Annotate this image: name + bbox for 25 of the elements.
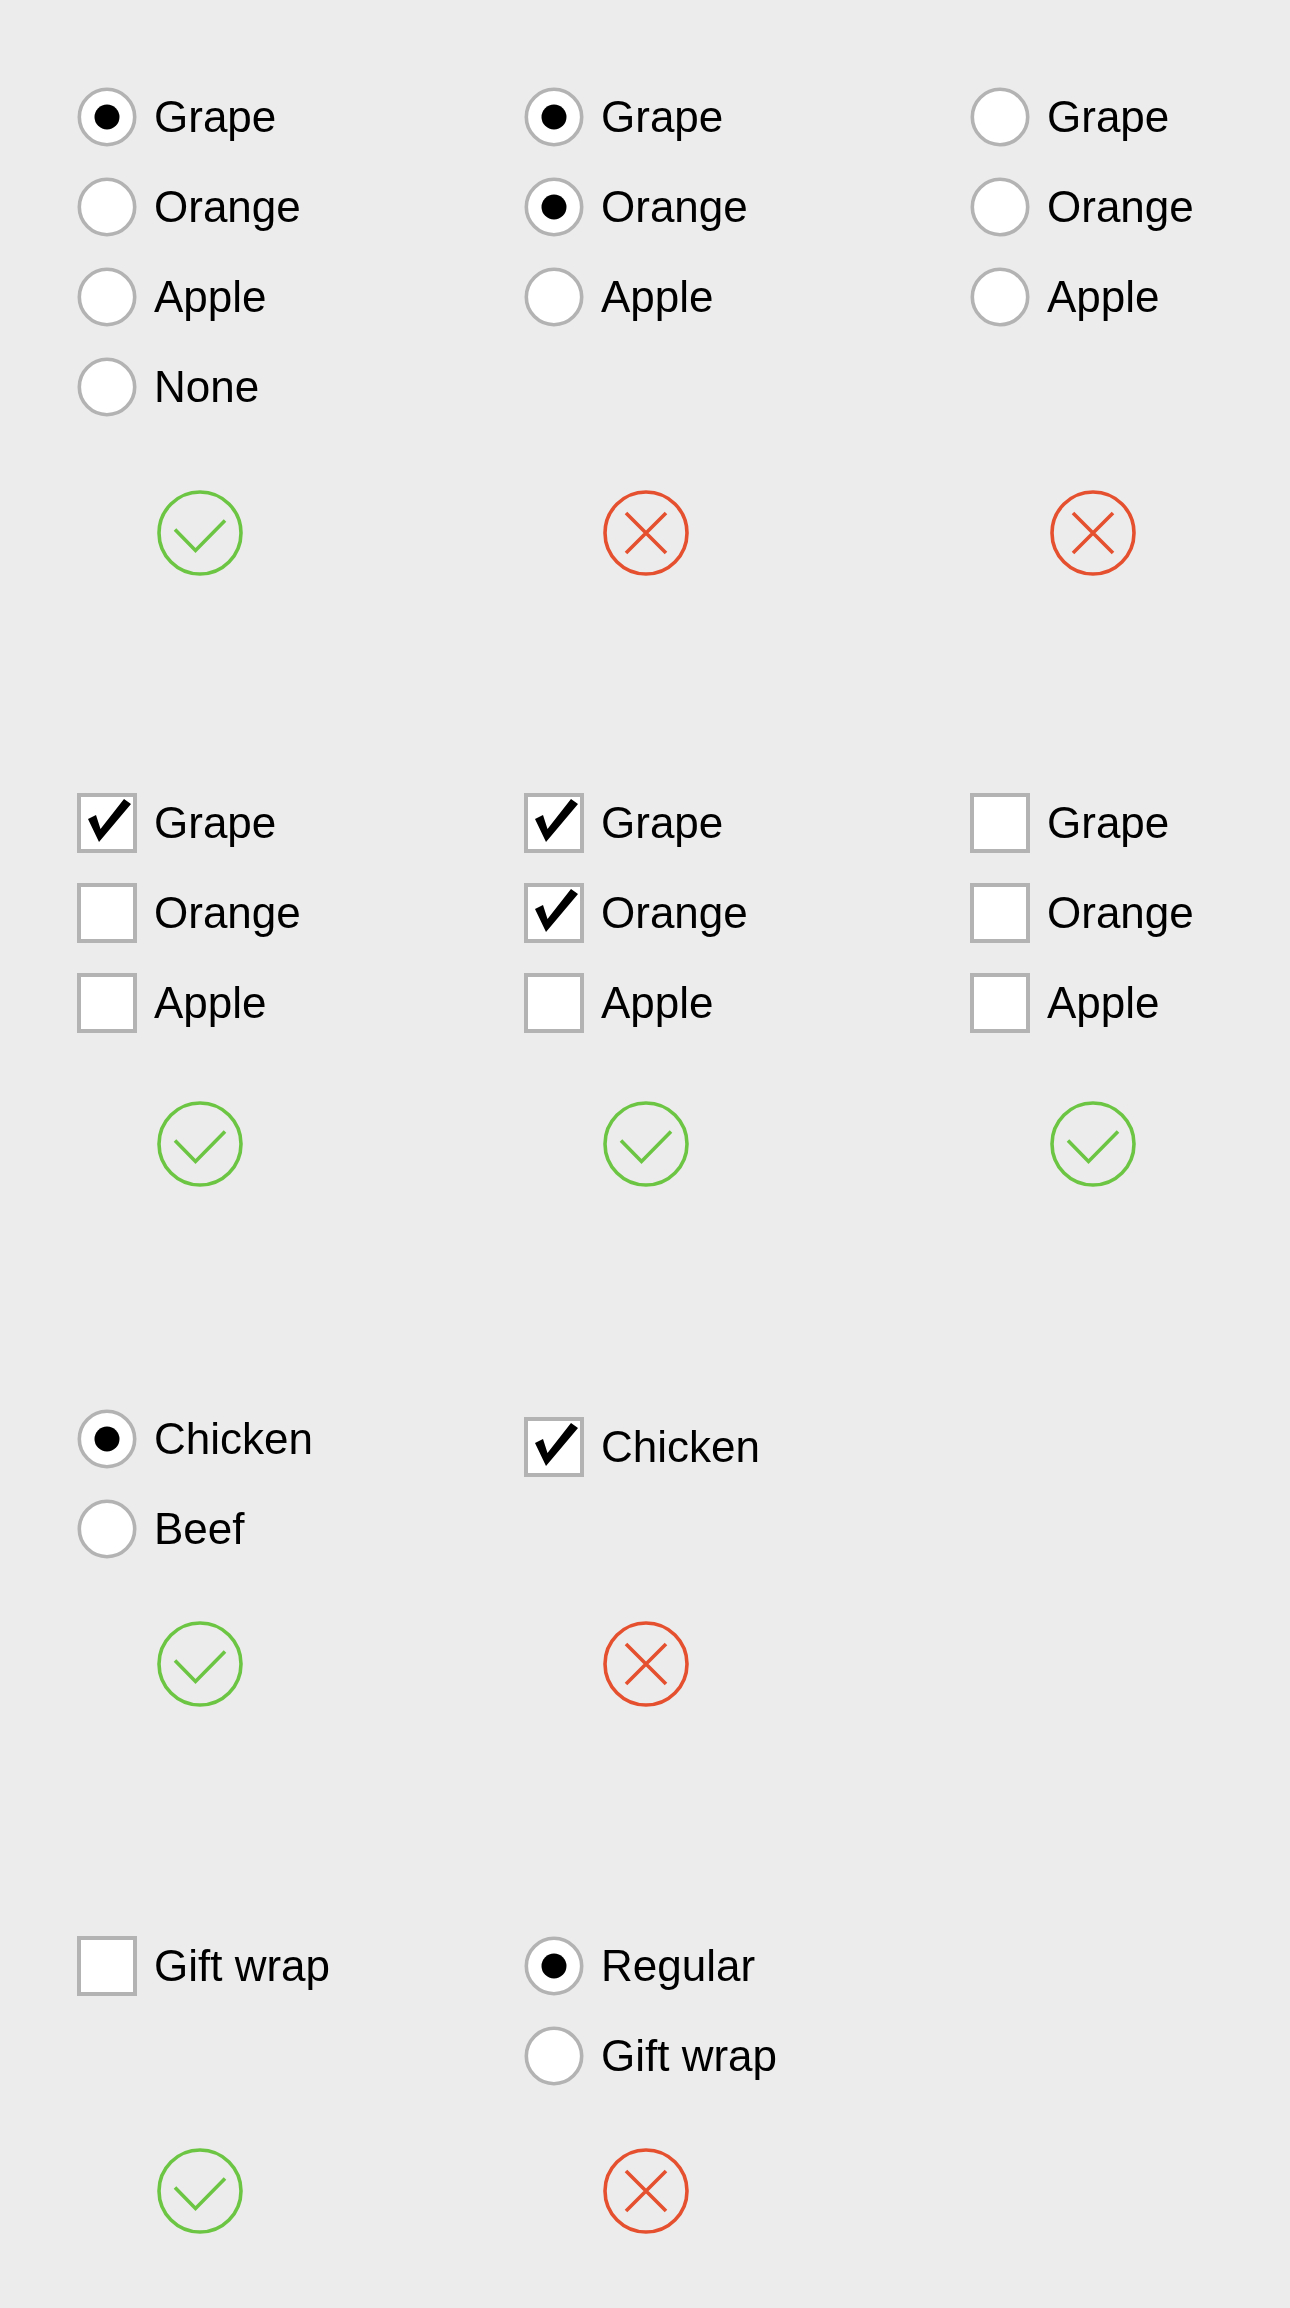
option-label: Regular [601, 1940, 756, 1992]
option-label: Beef [154, 1503, 245, 1555]
option-label: Apple [1047, 271, 1160, 323]
option-label: Orange [601, 887, 748, 939]
option-label: Apple [601, 977, 714, 1029]
option-label: Grape [601, 797, 724, 849]
option-label: Grape [154, 91, 277, 143]
option-label: Grape [154, 797, 277, 849]
option-label: Orange [1047, 887, 1194, 939]
option-label: Apple [601, 271, 714, 323]
option-label: None [154, 361, 260, 413]
option-label: Grape [1047, 797, 1170, 849]
option-label: Apple [154, 977, 267, 1029]
option-label: Orange [601, 181, 748, 233]
option-label: Orange [154, 887, 301, 939]
option-label: Apple [1047, 977, 1160, 1029]
option-label: Orange [1047, 181, 1194, 233]
option-label: Apple [154, 271, 267, 323]
option-label: Grape [1047, 91, 1170, 143]
option-label: Chicken [154, 1413, 313, 1465]
option-label: Gift wrap [601, 2030, 778, 2082]
option-label: Orange [154, 181, 301, 233]
option-label: Chicken [601, 1421, 760, 1473]
option-label: Grape [601, 91, 724, 143]
option-label: Gift wrap [154, 1940, 331, 1992]
